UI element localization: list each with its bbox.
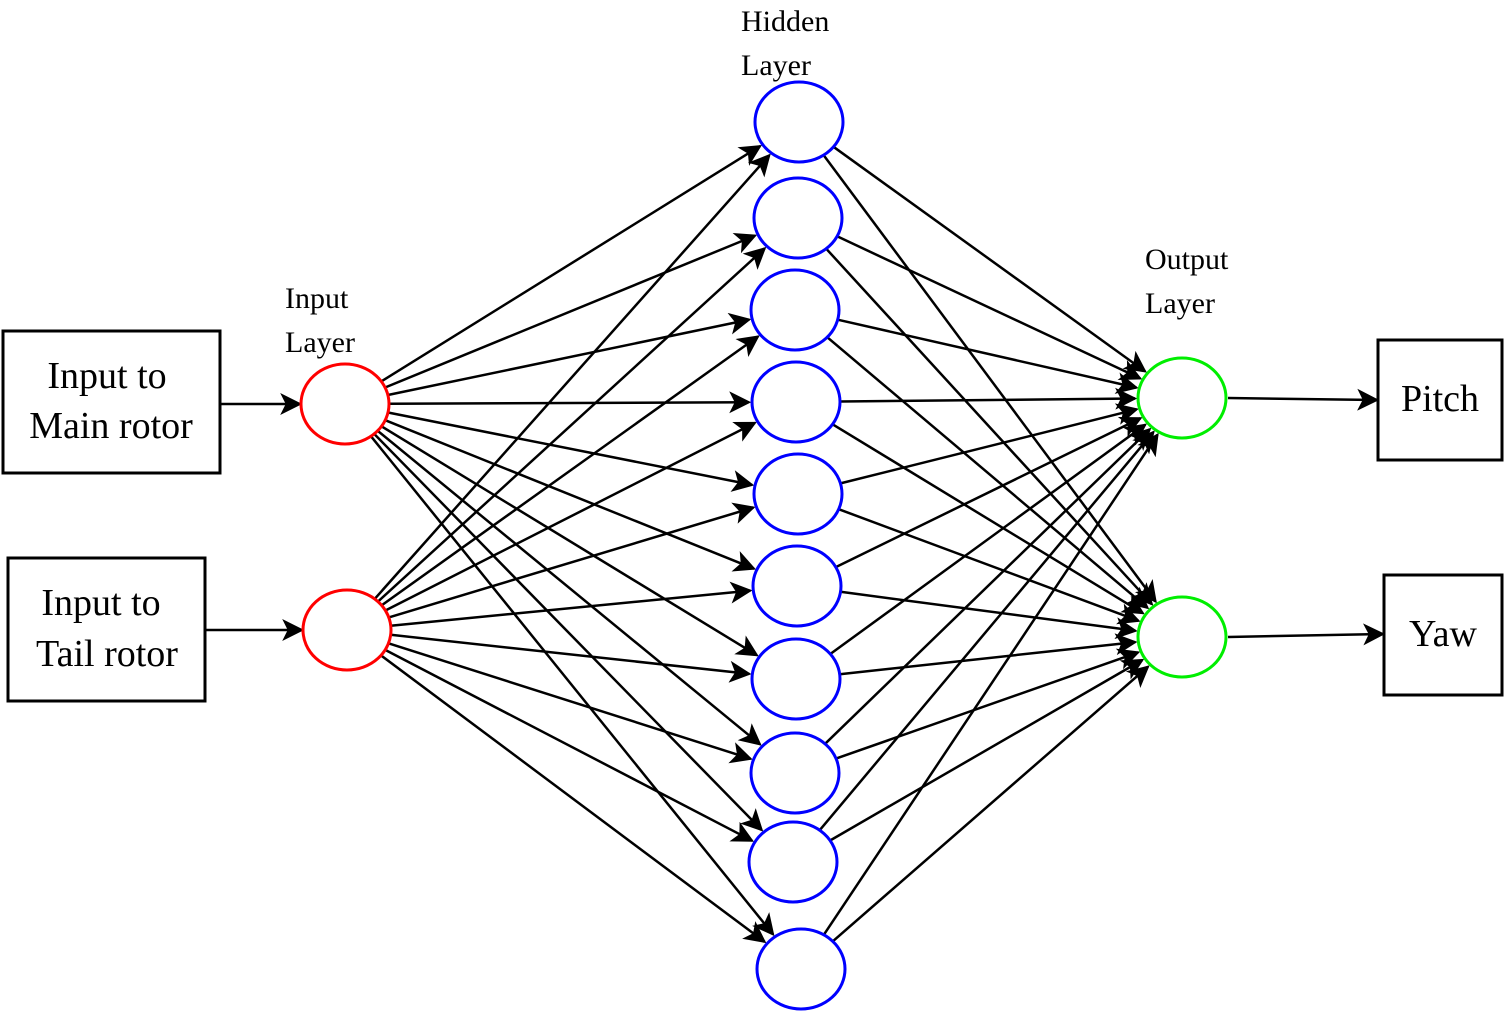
input-box-tail-line1: Input to bbox=[41, 582, 160, 624]
output-box-yaw: Yaw bbox=[1382, 573, 1504, 697]
edge-input-1-to-hidden-4 bbox=[388, 391, 752, 414]
input-box-tail-line2: Tail rotor bbox=[36, 633, 178, 675]
edge-input-2-to-hidden-1 bbox=[373, 153, 771, 600]
input-box-main-line1: Input to bbox=[47, 355, 166, 397]
hidden-node-10 bbox=[755, 927, 847, 1011]
output-layer-label: Output Layer bbox=[1145, 243, 1229, 320]
edge-input-2-to-hidden-6 bbox=[390, 581, 753, 627]
hidden-layer-label-line1: Hidden bbox=[741, 5, 829, 38]
edge-hidden-5-to-output-2 bbox=[838, 508, 1141, 625]
edge-input-1-to-hidden-5 bbox=[387, 411, 755, 492]
edge-hidden-10-to-output-1 bbox=[822, 432, 1159, 936]
edge-hidden-9-to-output-2 bbox=[829, 658, 1145, 842]
edge-hidden-6-to-output-2 bbox=[840, 590, 1138, 640]
input-layer-label-line2: Layer bbox=[285, 326, 355, 359]
edge-hidden-8-to-output-1 bbox=[824, 427, 1152, 745]
edge-hidden-5-to-output-1 bbox=[840, 403, 1139, 485]
edge-hidden-8-to-output-2 bbox=[835, 648, 1141, 760]
edge-input-2-to-hidden-2 bbox=[377, 246, 767, 603]
edge-input-2-to-hidden-7 bbox=[390, 633, 752, 683]
edge-hidden-2-to-output-2 bbox=[825, 247, 1154, 606]
edge-hidden-7-to-output-2 bbox=[839, 633, 1138, 676]
edge-hidden-1-to-output-2 bbox=[822, 154, 1157, 604]
network-nodes bbox=[299, 80, 1228, 1011]
hidden-node-7 bbox=[750, 637, 842, 721]
hidden-node-3 bbox=[749, 268, 841, 352]
output-box-yaw-label: Yaw bbox=[1409, 613, 1478, 655]
edge-input-1-to-hidden-9 bbox=[373, 433, 764, 832]
edge-hidden-9-to-output-1 bbox=[818, 430, 1155, 832]
edge-hidden-1-to-output-1 bbox=[832, 145, 1147, 373]
edge-input-2-to-hidden-8 bbox=[388, 642, 753, 764]
input-layer-label: Input Layer bbox=[285, 282, 355, 359]
hidden-node-8 bbox=[749, 731, 841, 815]
output-node-1 bbox=[1136, 356, 1228, 440]
hidden-node-5 bbox=[752, 452, 844, 536]
edge-input-1-to-hidden-1 bbox=[380, 144, 762, 383]
output-node-2 bbox=[1136, 595, 1228, 679]
edge-input-1-to-hidden-2 bbox=[384, 232, 758, 389]
edge-hidden-10-to-output-2 bbox=[831, 665, 1150, 943]
output-layer-label-line2: Layer bbox=[1145, 287, 1215, 320]
edge-hidden-7-to-output-1 bbox=[829, 423, 1147, 656]
input-box-main-line2: Main rotor bbox=[29, 405, 193, 447]
connection-edges bbox=[370, 144, 1159, 944]
hidden-node-4 bbox=[750, 360, 842, 444]
edge-hidden-2-to-output-1 bbox=[836, 235, 1143, 380]
edge-input-1-to-hidden-7 bbox=[380, 425, 759, 657]
edge-hidden-4-to-output-1 bbox=[839, 387, 1138, 410]
edge-hidden-4-to-output-2 bbox=[831, 423, 1145, 615]
output-layer-label-line1: Output bbox=[1145, 243, 1229, 276]
edge-input-1-to-hidden-8 bbox=[376, 429, 762, 746]
hidden-layer-label-line2: Layer bbox=[741, 49, 811, 82]
input-node-1 bbox=[299, 362, 391, 446]
edge-hidden-3-to-output-1 bbox=[837, 318, 1139, 394]
hidden-node-6 bbox=[751, 544, 843, 628]
edge-hidden-3-to-output-2 bbox=[826, 336, 1150, 610]
output-box-pitch-label: Pitch bbox=[1401, 378, 1479, 420]
output-box-pitch: Pitch bbox=[1376, 338, 1504, 462]
edge-input-1-to-hidden-6 bbox=[384, 419, 757, 572]
input-box-tail-rotor: Input to Tail rotor bbox=[6, 556, 207, 703]
arrow-output-to-pitch bbox=[1227, 388, 1380, 411]
edge-input-2-to-hidden-5 bbox=[388, 502, 756, 619]
edge-input-2-to-hidden-4 bbox=[384, 421, 757, 612]
edge-input-2-to-hidden-10 bbox=[380, 654, 767, 944]
edge-hidden-6-to-output-1 bbox=[835, 417, 1143, 569]
hidden-node-1 bbox=[753, 80, 845, 164]
hidden-node-2 bbox=[752, 176, 844, 260]
input-node-2 bbox=[301, 588, 393, 672]
input-layer-label-line1: Input bbox=[285, 282, 349, 315]
edge-input-1-to-hidden-10 bbox=[370, 435, 775, 937]
arrow-output-to-yaw bbox=[1227, 623, 1386, 646]
hidden-layer-label: Hidden Layer bbox=[741, 5, 829, 82]
edge-input-2-to-hidden-9 bbox=[384, 648, 755, 842]
hidden-node-9 bbox=[747, 820, 839, 904]
edge-input-2-to-hidden-3 bbox=[380, 335, 760, 607]
edge-input-1-to-hidden-3 bbox=[387, 312, 752, 397]
input-box-main-rotor: Input to Main rotor bbox=[1, 329, 222, 475]
